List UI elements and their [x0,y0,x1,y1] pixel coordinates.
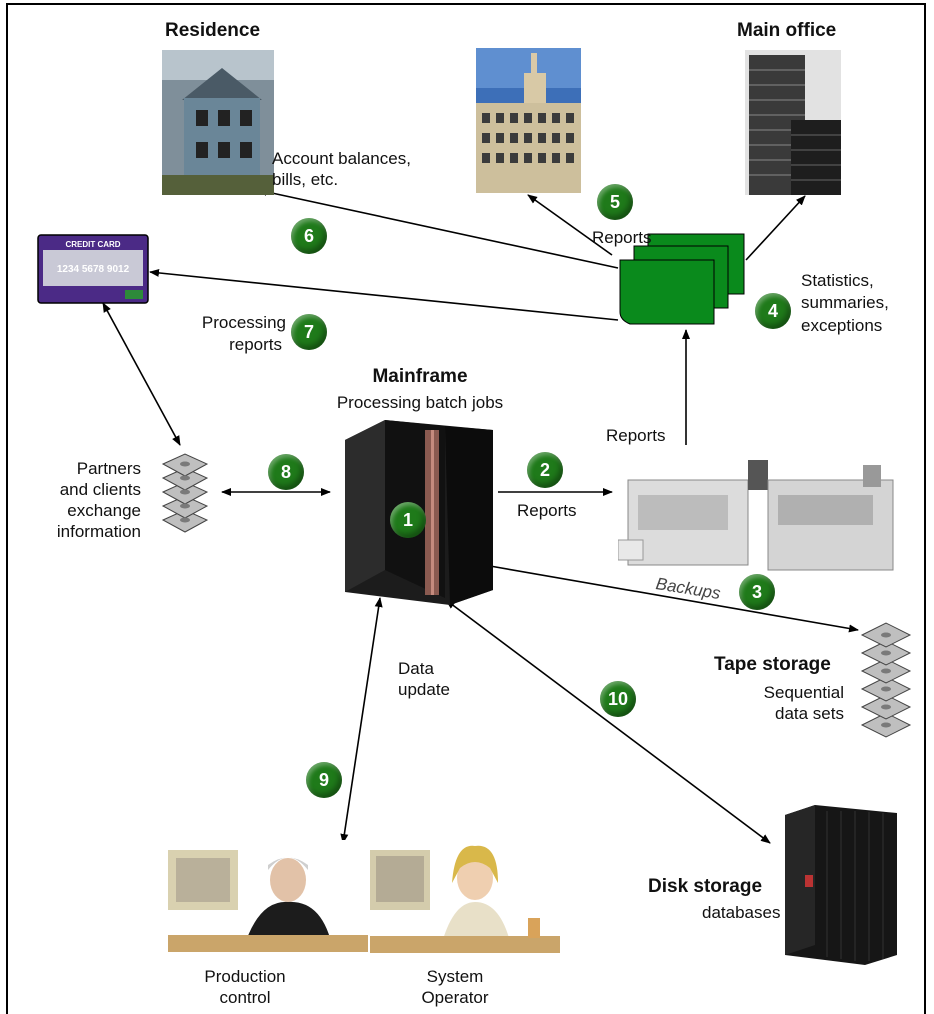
reports-printer-label: Reports [606,426,666,445]
processing-reports-line2: reports [229,335,282,354]
partners-disk-stack-icon [161,453,209,533]
processing-reports-line1: Processing [201,313,286,332]
production-control-line1: Production [204,967,286,986]
reports-top-label: Reports [592,228,652,247]
data-update-line1: Data [398,659,434,678]
tape-storage-label: Tape storage [714,654,831,675]
step-badge-3: 3 [739,574,775,610]
credit-card-header: CREDIT CARD [65,240,120,249]
arrow-reports-to-residence [257,187,619,269]
step-badge-2: 2 [527,452,563,488]
partners-line3: exchange [67,501,141,520]
arrow-reports-to-mainoffice [745,195,806,261]
partners-line2: and clients [59,480,141,499]
arrow-creditcard-partners [102,302,181,446]
arrow-reports-to-creditcard [149,268,619,321]
system-operator-line2: Operator [421,988,489,1007]
step-badge-6: 6 [291,218,327,254]
partners-line4: information [56,522,141,541]
production-control-photo [168,840,368,952]
tape-sub-line1: Sequential [763,683,844,702]
statistics-line2: summaries, [801,293,889,312]
step-badge-9: 9 [306,762,342,798]
disk-sub-label: databases [702,903,781,922]
arrow-reports-to-bank [527,194,613,256]
main-office-label: Main office [737,20,837,41]
tape-sub-line2: data sets [775,704,844,723]
production-control-line2: control [219,988,271,1007]
credit-card-image: CREDIT CARD 1234 5678 9012 [37,234,149,304]
tape-storage-icon [860,622,912,738]
residence-label: Residence [165,20,261,41]
system-operator-photo [370,838,560,953]
statistics-line1: Statistics, [801,271,874,290]
reports-arrow-label: Reports [517,501,577,520]
arrow-mainframe-disk [445,599,771,844]
step-badge-10: 10 [600,681,636,717]
step-badge-5: 5 [597,184,633,220]
account-balances-line1: Account balances, [272,149,411,168]
mainframe-subtitle: Processing batch jobs [336,393,504,412]
credit-card-number: 1234 5678 9012 [57,264,130,275]
printer-image [618,460,894,571]
bank-building-image [476,48,581,193]
system-operator-line1: System [426,967,484,986]
disk-storage-image [785,805,897,965]
step-badge-1: 1 [390,502,426,538]
arrow-mainframe-operators [340,597,383,844]
residence-house-image [162,50,274,195]
arrow-mainframe-tape [489,565,859,633]
mainframe-title: Mainframe [372,366,468,387]
partners-line1: Partners [76,459,141,478]
step-badge-8: 8 [268,454,304,490]
diagram-border [6,3,926,1014]
statistics-line3: exceptions [801,316,883,335]
main-office-image [745,50,841,195]
reports-stack-icon [619,233,745,325]
step-badge-7: 7 [291,314,327,350]
account-balances-line2: bills, etc. [272,170,339,189]
disk-storage-label: Disk storage [648,876,763,897]
step-badge-4: 4 [755,293,791,329]
data-update-line2: update [398,680,450,699]
